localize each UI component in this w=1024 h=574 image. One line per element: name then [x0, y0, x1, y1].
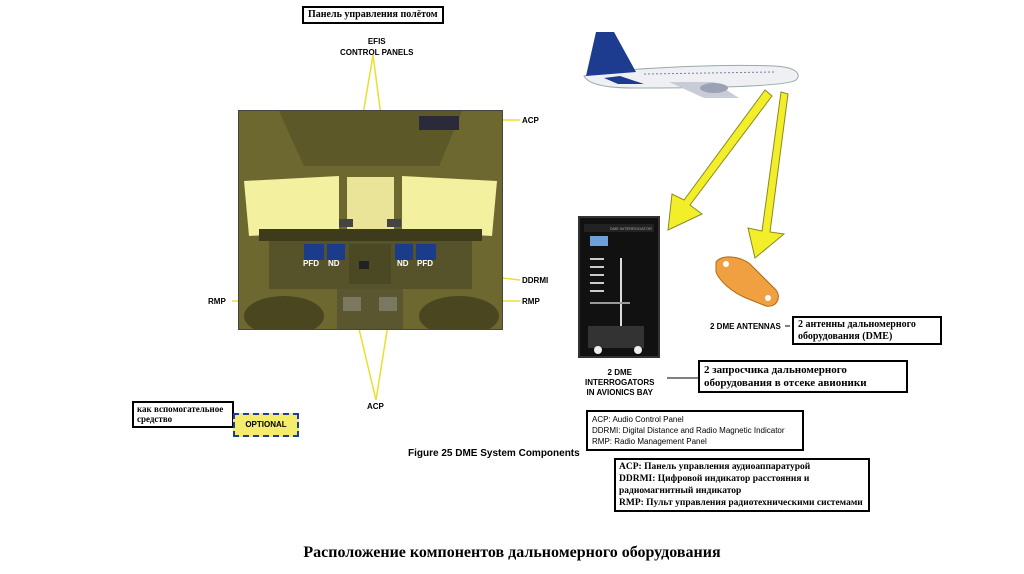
ddrmi-label: DDRMI [522, 276, 549, 285]
abbrev-ru-rmp: RMP: Пульт управления радиотехническими … [619, 498, 863, 508]
abbrev-en-acp: ACP: Audio Control Panel [592, 415, 684, 424]
abbrev-en-rmp: RMP: Radio Management Panel [592, 437, 707, 446]
pfd-right-label: PFD [417, 259, 433, 268]
abbrev-ru-ddrmi: DDRMI: Цифровой индикатор расстояния и р… [619, 474, 810, 496]
dme-antenna-image [715, 256, 779, 307]
pfd-left-label: PFD [303, 259, 319, 268]
antennas-ru-label: 2 антенны дальномерного оборудования (DM… [792, 316, 942, 345]
acp-top-label: ACP [522, 116, 539, 125]
svg-text:DME INTERROGATOR: DME INTERROGATOR [610, 226, 652, 231]
cockpit-photo: PFD ND ND PFD [238, 110, 503, 330]
interrogators-ru-label: 2 запросчика дальномерного оборудования … [698, 360, 908, 394]
abbrev-ru-acp: ACP: Панель управления аудиоаппаратурой [619, 462, 811, 472]
abbreviations-ru-box: ACP: Панель управления аудиоаппаратурой … [614, 458, 870, 512]
acp-bottom-label: ACP [367, 402, 384, 411]
aircraft-image [583, 32, 799, 98]
optional-legend: OPTIONAL [233, 413, 299, 437]
interrogators-label: 2 DME INTERROGATORS IN AVIONICS BAY [585, 368, 655, 397]
figure-caption: Figure 25 DME System Components [408, 448, 580, 459]
optional-ru-label: как вспомогательное средство [132, 401, 234, 428]
abbreviations-en-box: ACP: Audio Control Panel DDRMI: Digital … [586, 410, 804, 451]
interrogator-illustration: DME INTERROGATOR [584, 224, 654, 354]
arrow-to-antenna [747, 91, 789, 259]
efis-label: EFIS CONTROL PANELS [340, 37, 414, 57]
antennas-label: 2 DME ANTENNAS [710, 322, 781, 331]
nd-left-label: ND [328, 259, 340, 268]
rmp-right-label: RMP [522, 297, 540, 306]
slide-caption: Расположение компонентов дальномерного о… [303, 544, 721, 561]
dme-interrogator-unit: DME INTERROGATOR [578, 216, 660, 358]
rmp-left-label: RMP [208, 297, 226, 306]
arrow-to-interrogator [667, 89, 773, 231]
flight-control-panel-label: Панель управления полётом [302, 6, 444, 24]
cockpit-illustration [239, 111, 502, 329]
abbrev-en-ddrmi: DDRMI: Digital Distance and Radio Magnet… [592, 426, 785, 435]
nd-right-label: ND [397, 259, 409, 268]
